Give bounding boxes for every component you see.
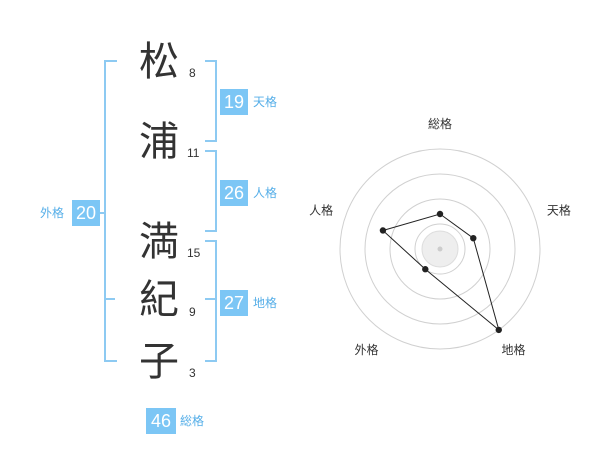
soukaku-value-badge: 46 [146, 408, 176, 434]
stroke-count-5: 3 [189, 366, 196, 380]
jinkaku-bracket [205, 150, 217, 232]
chikaku-bracket [205, 240, 217, 362]
radar-point [379, 227, 387, 234]
radar-point [436, 210, 444, 218]
chikaku-bracket-tick [205, 298, 217, 300]
jinkaku-label: 人格 [253, 186, 278, 200]
radar-axis-label: 総格 [428, 116, 452, 131]
gaikaku-bracket-tick [104, 298, 115, 300]
radar-point [422, 266, 429, 273]
soukaku-label: 総格 [180, 414, 205, 428]
name-char-4: 紀 [139, 277, 179, 323]
tenkaku-value-badge: 19 [220, 89, 248, 115]
stroke-count-1: 8 [189, 66, 196, 80]
radar-axis-label: 外格 [354, 342, 378, 357]
jinkaku-value-badge: 26 [220, 180, 248, 206]
name-char-3: 満 [139, 219, 179, 265]
chikaku-value-badge: 27 [220, 290, 248, 316]
name-char-1: 松 [139, 39, 179, 85]
stroke-count-4: 9 [189, 305, 196, 319]
tenkaku-label: 天格 [253, 95, 278, 109]
radar-ring [414, 223, 466, 275]
radar-axis-label: 地格 [501, 342, 525, 357]
radar-polygon [381, 213, 500, 332]
stroke-count-3: 15 [187, 246, 201, 260]
stroke-count-2: 11 [187, 146, 200, 160]
name-char-2: 浦 [139, 119, 179, 165]
tenkaku-bracket [205, 60, 217, 142]
chikaku-label: 地格 [253, 296, 278, 310]
radar-center-dot [437, 246, 443, 252]
radar-ring [389, 198, 491, 300]
radar-axis-label: 人格 [309, 202, 333, 217]
gaikaku-bracket [104, 60, 117, 362]
gaikaku-label: 外格 [40, 206, 65, 220]
radar-ring [339, 148, 541, 350]
gaikaku-bracket-connector [96, 212, 105, 214]
name-char-5: 子 [139, 339, 179, 385]
gaikaku-value-badge: 20 [72, 200, 100, 226]
radar-point [495, 326, 502, 334]
radar-point [470, 234, 477, 242]
radar-axis-label: 天格 [547, 202, 571, 217]
radar-ring [364, 173, 516, 325]
